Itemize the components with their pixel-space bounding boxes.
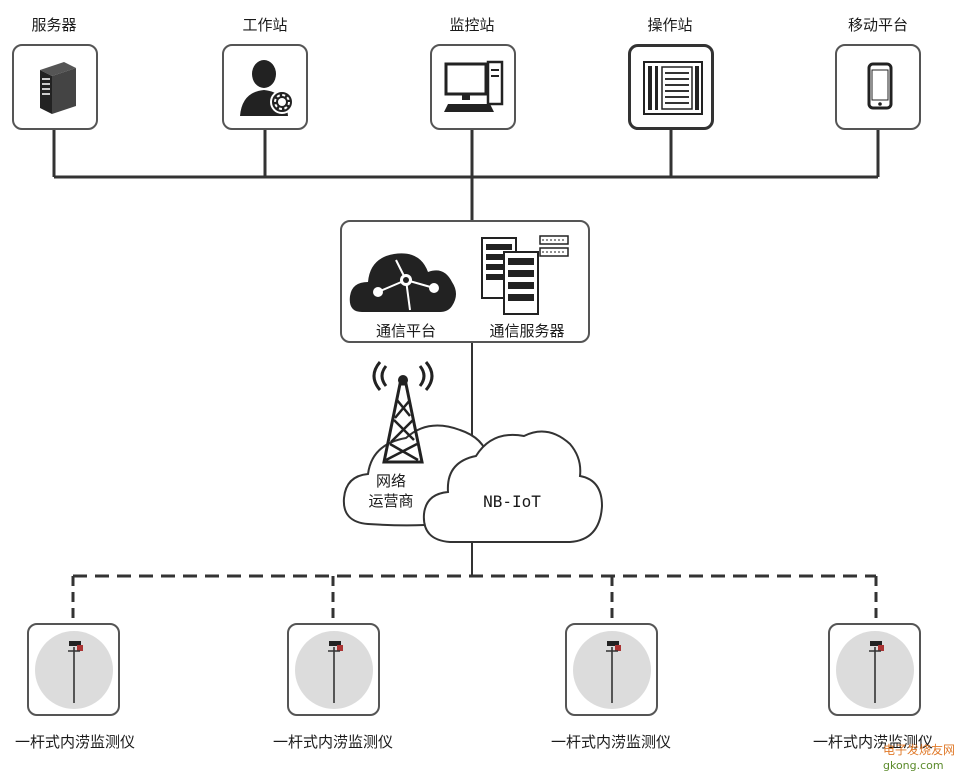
radio-tower-icon [372,361,434,464]
platform-group: 通信平台 通信服务器 [340,220,590,343]
watermark-domain: gkong.com [882,759,944,772]
desktop-monitor-icon [444,60,504,112]
mobile-node [835,44,921,130]
monitor-pole-icon [295,631,373,709]
comm-server-label: 通信服务器 [489,322,565,340]
operator-label-line2: 运营商 [368,492,414,510]
monitor-pole-icon [35,631,113,709]
person-gear-icon [240,60,294,116]
mobile-label: 移动平台 [847,16,908,34]
watermark-brand: 电子发烧友网 [882,743,955,757]
monitor-pole-icon [836,631,914,709]
workstation-node [222,44,308,130]
sensor-label-2: 一杆式内涝监测仪 [272,733,393,751]
comm-platform-label: 通信平台 [375,322,436,340]
operator-node [628,44,714,130]
operator-label-line1: 网络 [375,472,406,490]
monitor-label: 监控站 [449,16,495,34]
sensor-node-4 [828,623,921,716]
sensor-label-4: 一杆式内涝监测仪 [812,733,933,751]
server-node [12,44,98,130]
sensor-node-3 [565,623,658,716]
server-tower-icon [40,62,76,114]
server-label: 服务器 [31,16,77,34]
workstation-label: 工作站 [242,16,288,34]
monitor-node [430,44,516,130]
nbiot-cloud [422,430,604,543]
nbiot-label: NB-IoT [483,492,541,511]
network-cloud-icon [349,253,456,312]
sensor-node-2 [287,623,380,716]
operator-label: 操作站 [647,16,693,34]
monitor-pole-icon [573,631,651,709]
sensor-label-3: 一杆式内涝监测仪 [550,733,671,751]
sensor-label-1: 一杆式内涝监测仪 [14,733,135,751]
server-rack-icon [481,235,569,315]
mobile-phone-icon [867,62,893,110]
sensor-node-1 [27,623,120,716]
watermark: 电子发烧友网 gkong.com [883,741,955,772]
control-panel-icon [643,61,703,115]
